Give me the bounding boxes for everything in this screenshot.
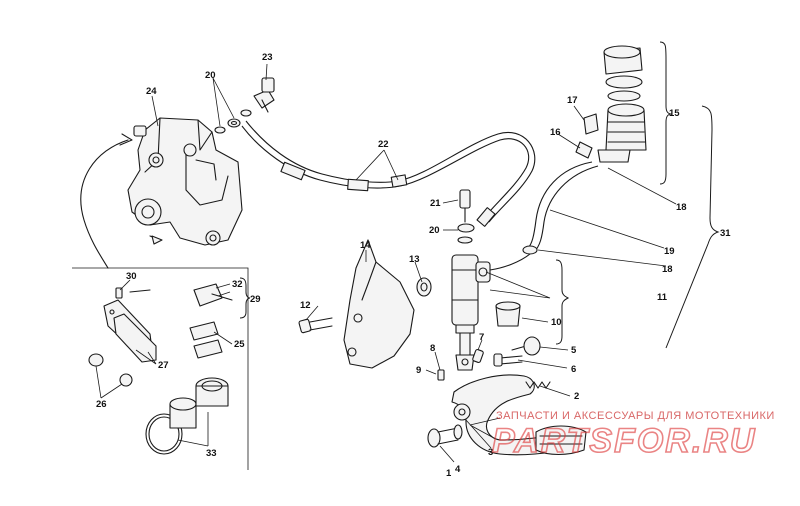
leader-lines [95, 63, 677, 463]
caliper-orientation-arrow [80, 133, 163, 269]
brake-pedal [451, 374, 587, 456]
label-1: 1 [446, 468, 452, 479]
heel-guard-bracket [343, 239, 415, 369]
bleed-screw-26 [88, 353, 133, 387]
bolt-6 [493, 353, 523, 367]
label-3: 3 [488, 447, 493, 458]
master-cylinder-assembly [416, 189, 521, 371]
brake-hose-upper [241, 120, 536, 227]
caliper-parts-inset-frame [72, 267, 249, 470]
label-20-b: 20 [429, 225, 440, 236]
label-4: 4 [455, 464, 461, 475]
label-15: 15 [669, 108, 680, 119]
label-33: 33 [206, 448, 217, 459]
label-19: 19 [664, 246, 675, 257]
pin-9 [437, 369, 445, 381]
pad-spring-25 [189, 321, 223, 359]
label-16: 16 [550, 127, 561, 138]
label-21: 21 [430, 198, 441, 209]
label-12: 12 [300, 300, 311, 311]
screw-5 [511, 336, 541, 356]
site-watermark: ЗАПЧАСТИ И АКСЕССУАРЫ ДЛЯ МОТОТЕХНИКИ PA… [491, 410, 775, 461]
label-30: 30 [126, 271, 137, 282]
label-32: 32 [232, 279, 243, 290]
watermark-slogan: ЗАПЧАСТИ И АКСЕССУАРЫ ДЛЯ МОТОТЕХНИКИ [496, 410, 775, 422]
label-8: 8 [430, 343, 435, 354]
banjo-fitting-caliper-side [214, 77, 275, 134]
label-25: 25 [234, 339, 245, 350]
brake-fluid-reservoir [575, 45, 647, 163]
label-10: 10 [551, 317, 562, 328]
label-26: 26 [96, 399, 107, 410]
label-31: 31 [720, 228, 731, 239]
watermark-logo: PARTSFOR.RU [492, 422, 756, 460]
label-18-b: 18 [662, 264, 673, 275]
rear-brake-caliper [127, 117, 243, 246]
label-6: 6 [571, 364, 576, 375]
label-22: 22 [378, 139, 389, 150]
label-11: 11 [657, 292, 668, 303]
reservoir-hose [489, 161, 599, 271]
label-2: 2 [574, 391, 579, 402]
label-18-a: 18 [676, 202, 687, 213]
label-14: 14 [360, 240, 371, 251]
label-17: 17 [567, 95, 578, 106]
label-9: 9 [416, 365, 421, 376]
caliper-pistons-33 [145, 377, 229, 455]
label-24: 24 [146, 86, 157, 97]
label-5: 5 [571, 345, 577, 356]
label-20-a: 20 [205, 70, 216, 81]
pad-clip-32 [193, 283, 233, 307]
pedal-pivot-bolt [427, 424, 463, 448]
label-27: 27 [158, 360, 169, 371]
bolt-12 [298, 317, 333, 334]
kit-braces [239, 41, 720, 349]
label-13: 13 [409, 254, 420, 265]
brake-pads [103, 299, 157, 363]
pad-pin-30 [115, 287, 151, 299]
label-23: 23 [262, 52, 273, 63]
label-7: 7 [479, 332, 484, 343]
part-number-labels: 1 2 3 4 5 6 7 8 9 10 11 12 13 14 15 16 1… [96, 52, 731, 479]
label-29: 29 [250, 294, 261, 305]
fitting-7 [472, 349, 484, 363]
